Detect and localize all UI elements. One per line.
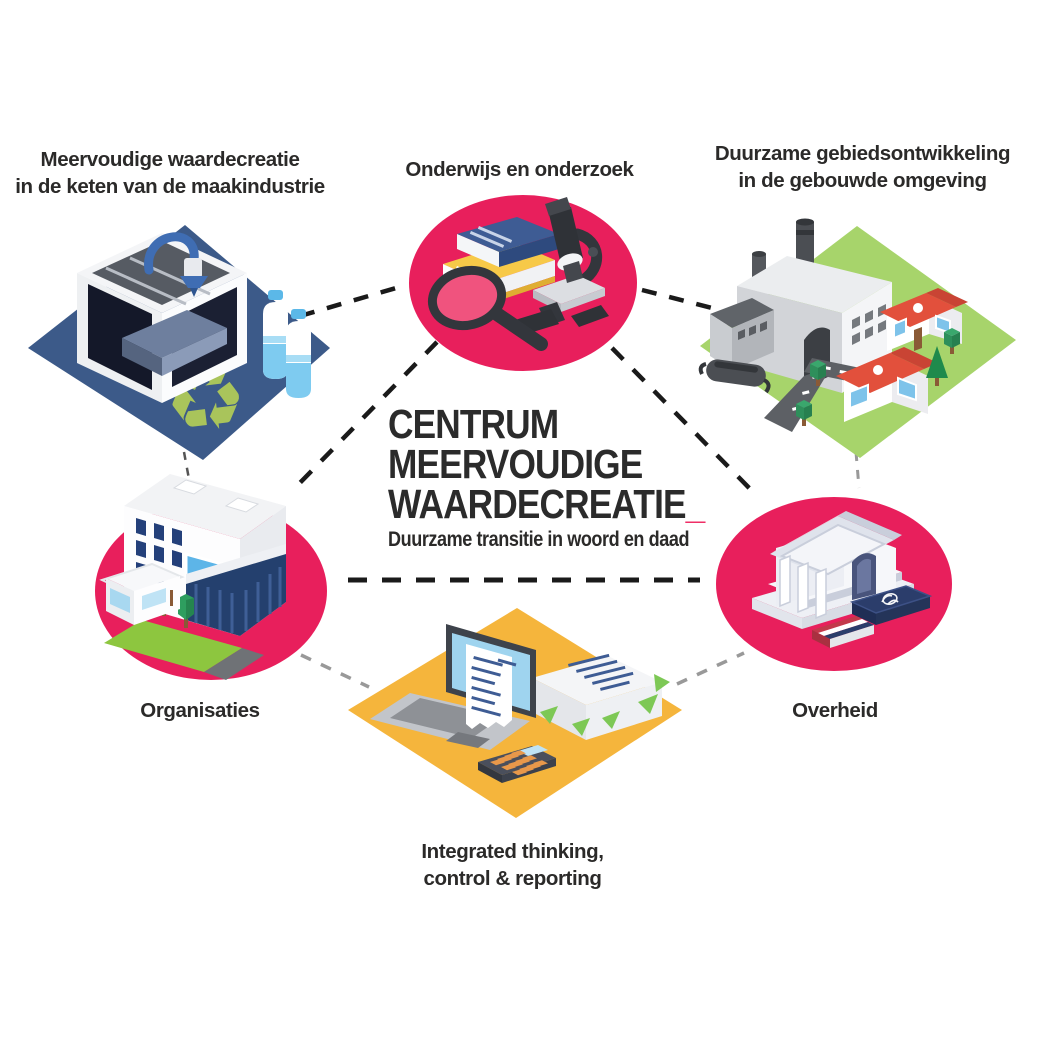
dutch-flag-icon	[812, 616, 874, 648]
onderwijs-illustration	[409, 195, 637, 371]
connector-onderwijs-organisaties	[292, 340, 439, 491]
connector-onderwijs-gebiedsontwikkeling	[641, 287, 717, 312]
label-overheid-text: Overheid	[792, 699, 878, 722]
connector-gebiedsontwikkeling-overheid	[854, 451, 861, 489]
laptop-receipt-icon	[370, 624, 536, 750]
label-reporting-line1: Integrated thinking,	[421, 840, 604, 863]
pink-underscore: _	[685, 481, 706, 527]
magnifier-icon	[427, 265, 548, 351]
path	[204, 648, 264, 680]
label-onderwijs-text: Onderwijs en onderzoek	[405, 158, 634, 181]
label-maakindustrie-line2: in de keten van de maakindustrie	[15, 175, 325, 199]
label-overheid: Overheid	[730, 697, 940, 724]
tree-icon	[178, 594, 194, 628]
label-gebiedsontwikkeling-line2: in de gebouwde omgeving	[738, 169, 987, 193]
center-title-block: CENTRUM MEERVOUDIGE WAARDECREATIE_ Duurz…	[388, 401, 706, 552]
label-organisaties-text: Organisaties	[140, 699, 260, 722]
pine-tree-icon	[926, 346, 948, 386]
connector-onderwijs-overheid	[610, 346, 759, 498]
label-gebiedsontwikkeling-line1: Duurzame gebiedsontwikkeling	[714, 142, 1011, 165]
water-bottles-icon	[263, 290, 311, 398]
house-icon	[880, 288, 968, 351]
microscope-icon	[515, 197, 609, 335]
center-title-line2: MEERVOUDIGE	[388, 441, 643, 487]
center-title-line1: CENTRUM	[388, 401, 559, 447]
lawn	[104, 620, 242, 672]
vehicle-icon	[698, 359, 771, 394]
label-gebiedsontwikkeling: Duurzame gebiedsontwikkeling in de gebou…	[690, 140, 1035, 195]
label-maakindustrie: Meervoudige waardecreatie in de keten va…	[5, 146, 335, 201]
gebiedsontwikkeling-illustration	[698, 218, 1016, 458]
3d-printer-icon	[77, 232, 247, 403]
house-icon	[836, 347, 938, 422]
passport-icon	[849, 585, 933, 625]
center-subtitle: Duurzame transitie in woord en daad	[388, 528, 690, 551]
office-building-icon	[124, 474, 286, 636]
money-report-stack-icon	[532, 653, 670, 740]
overheid-illustration	[716, 497, 952, 671]
label-onderwijs: Onderwijs en onderzoek	[382, 156, 657, 183]
label-organisaties: Organisaties	[95, 697, 305, 724]
printer-recycling-illustration: ♻	[28, 225, 330, 460]
label-maakindustrie-line1: Meervoudige waardecreatie	[40, 148, 300, 171]
organisaties-illustration	[95, 474, 327, 680]
reporting-illustration	[348, 608, 682, 818]
label-reporting-line2: control & reporting	[423, 867, 602, 891]
center-title-line3: WAARDECREATIE_	[388, 481, 706, 527]
calculator-icon	[478, 745, 556, 783]
government-building-icon	[752, 511, 914, 629]
outbuilding-icon	[99, 562, 185, 625]
label-reporting: Integrated thinking, control & reporting	[355, 838, 670, 893]
